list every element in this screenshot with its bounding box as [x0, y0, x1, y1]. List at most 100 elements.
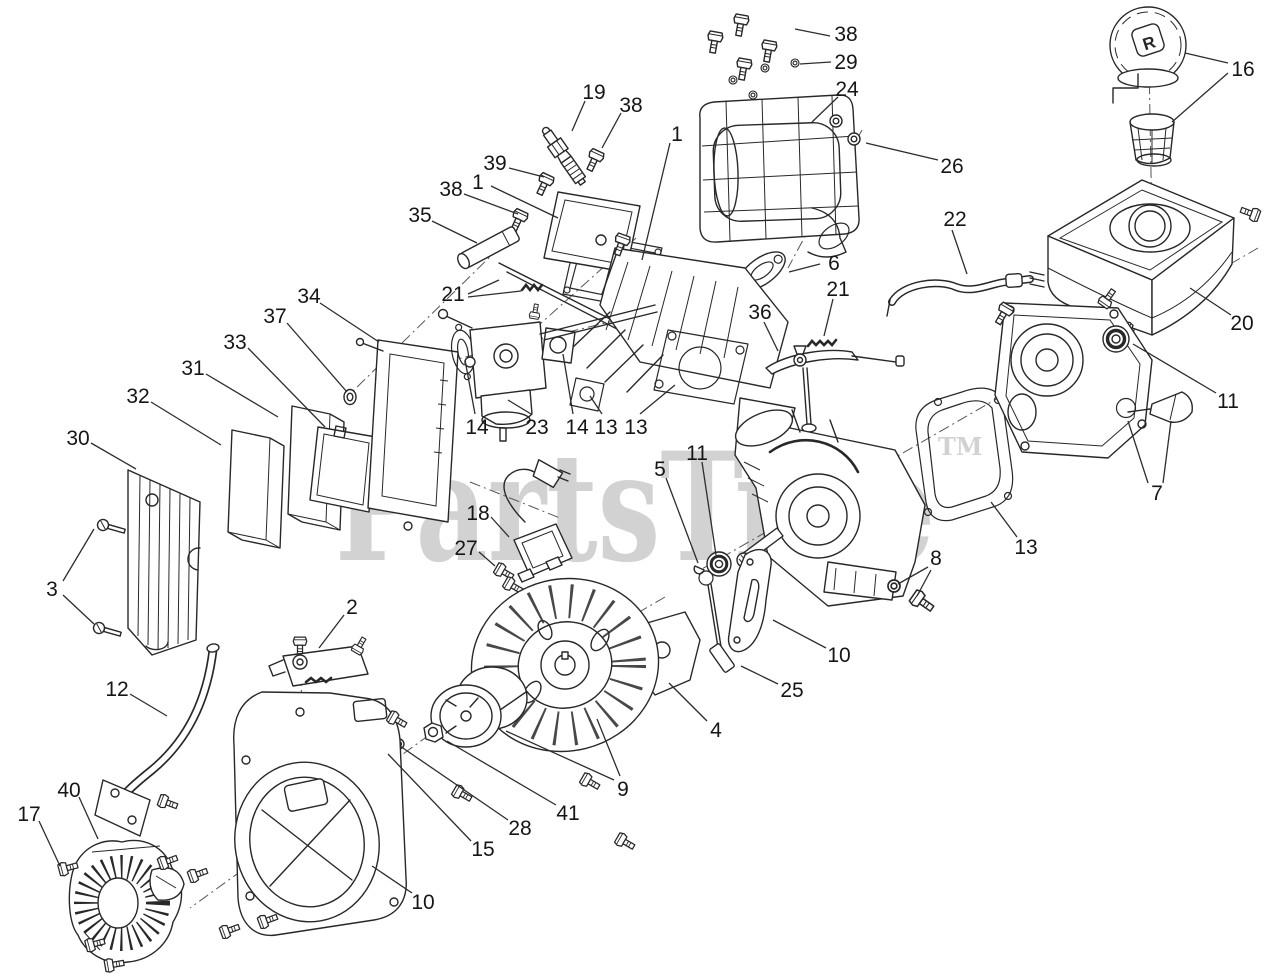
callout-label-25: 25 [780, 679, 803, 702]
leader-line [150, 401, 222, 446]
brake-bracket-plate [727, 548, 772, 653]
callout-label-9: 9 [617, 778, 629, 801]
woodruff-key [693, 565, 705, 575]
carb-studs [539, 304, 658, 341]
callout-label-38: 38 [619, 94, 642, 117]
air-filter-element [227, 429, 285, 549]
leader-line [399, 745, 509, 821]
callout-label-38: 38 [439, 178, 462, 201]
leader-line [490, 516, 510, 538]
leader-line [788, 263, 821, 273]
fuel-line [886, 271, 1045, 317]
callout-label-35: 35 [408, 204, 431, 227]
leader-line [62, 528, 95, 582]
intake-gasket [569, 377, 605, 412]
leader-line [371, 865, 413, 894]
governor-arm [765, 338, 905, 433]
leader-line [467, 279, 500, 295]
flywheel-nut [383, 722, 444, 756]
callout-label-18: 18 [466, 502, 489, 525]
leader-line [205, 373, 279, 418]
ignition-coil [503, 459, 573, 583]
callout-label-11: 11 [686, 442, 708, 465]
leader-line [763, 321, 779, 352]
blower-housing [233, 691, 407, 937]
leader-line [1132, 343, 1217, 394]
leader-line [639, 384, 676, 415]
callout-label-22: 22 [943, 208, 966, 231]
leader-line [951, 229, 968, 275]
leader-line [1184, 52, 1229, 64]
throttle-bracket [268, 634, 370, 687]
callout-label-28: 28 [508, 817, 531, 840]
callout-label-31: 31 [181, 357, 204, 380]
leader-line [740, 665, 779, 685]
leader-line [589, 395, 603, 415]
head-gasket [653, 329, 749, 405]
callout-label-3: 3 [46, 578, 58, 601]
callout-label-41: 41 [556, 802, 579, 825]
leader-line [446, 740, 557, 806]
callout-label-24: 24 [835, 78, 859, 101]
leader-line [1127, 420, 1149, 484]
leader-line [823, 298, 834, 337]
leader-line [811, 96, 839, 123]
callout-label-7: 7 [1151, 482, 1163, 505]
muffler-guard [699, 94, 860, 258]
leader-line [799, 61, 832, 65]
callout-label-16: 16 [1231, 58, 1254, 81]
leader-line [286, 322, 348, 393]
leader-line [865, 142, 939, 161]
callout-label-13: 13 [1014, 536, 1037, 559]
callout-label-4: 4 [710, 719, 722, 742]
leader-line [641, 142, 671, 261]
dipstick [698, 570, 735, 673]
leader-line [463, 193, 519, 215]
callout-label-32: 32 [126, 385, 149, 408]
callout-label-21: 21 [826, 278, 849, 301]
leader-line [478, 551, 496, 567]
leader-line [1189, 287, 1232, 316]
callout-label-11: 11 [1217, 390, 1239, 413]
leader-line [319, 302, 380, 343]
callout-label-2: 2 [346, 596, 358, 619]
leader-line [62, 594, 95, 625]
callout-label-38: 38 [834, 23, 857, 46]
leader-line [916, 569, 932, 597]
callout-label-19: 19 [582, 81, 605, 104]
callout-label-33: 33 [223, 331, 246, 354]
callout-label-36: 36 [748, 301, 771, 324]
watermark-tm: TM [938, 432, 982, 461]
leader-line [508, 167, 545, 178]
callout-label-12: 12 [105, 678, 128, 701]
callout-label-26: 26 [940, 155, 963, 178]
leader-line [772, 619, 827, 649]
leader-line [601, 112, 622, 149]
leader-line [467, 290, 522, 298]
callout-label-1: 1 [671, 123, 683, 146]
leader-line [668, 682, 708, 722]
leader-line [1162, 420, 1172, 484]
leader-line [507, 399, 532, 415]
leader-line [562, 353, 574, 415]
leader-line [431, 220, 478, 244]
intake-tube [457, 226, 520, 270]
leader-line [596, 718, 621, 777]
callout-label-40: 40 [57, 779, 80, 802]
callout-label-13: 13 [624, 416, 647, 439]
leader-line [318, 614, 345, 649]
callout-label-20: 20 [1230, 312, 1253, 335]
leader-line [505, 730, 615, 781]
callout-label-10: 10 [827, 644, 850, 667]
leader-line [701, 461, 717, 556]
callout-label-21: 21 [441, 283, 464, 306]
callout-label-10: 10 [411, 891, 434, 914]
callout-label-17: 17 [17, 803, 40, 826]
carb-gasket [450, 323, 476, 381]
callout-label-39: 39 [483, 152, 506, 175]
oil-seal [1102, 325, 1130, 353]
leader-line [490, 185, 559, 219]
cylinder-head [571, 231, 789, 393]
